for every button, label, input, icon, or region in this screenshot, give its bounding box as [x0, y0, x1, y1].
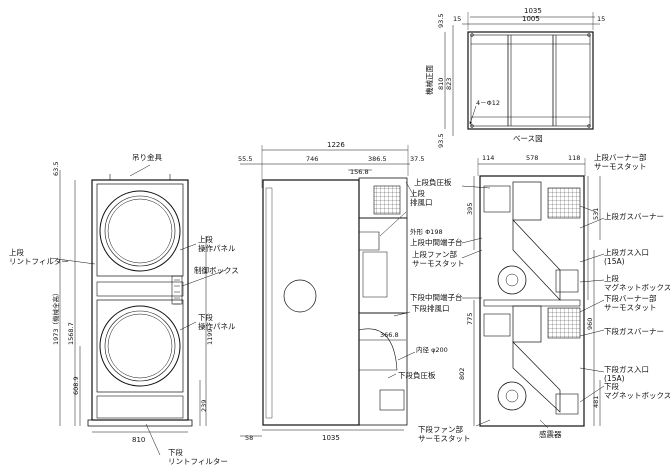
base-right-offset: 15	[597, 15, 605, 23]
side-duct-366-8: 366.8	[380, 331, 399, 339]
side-left-margin: 55.5	[238, 155, 252, 163]
front-total-height: 1973（機械全高）	[51, 289, 60, 345]
rear-dim-395: 395	[466, 203, 474, 215]
base-overall-width: 1035	[524, 7, 542, 15]
front-mid-height: 1568.7	[67, 322, 75, 345]
front-lower-drum-height: 608.9	[72, 376, 80, 395]
upper-gas-inlet: 上段ガス入口(15A)	[604, 247, 649, 266]
front-right-239: 239	[200, 400, 208, 412]
base-inner-width: 1005	[522, 15, 540, 23]
front-view	[49, 164, 227, 456]
rear-view	[461, 158, 605, 429]
upper-mid-terminal: 上段中間端子台	[410, 237, 463, 247]
lower-burner-thermostat: 下段バーナー部サーモスタット	[604, 293, 657, 312]
lower-control-panel: 下段操作パネル	[198, 312, 236, 331]
base-bolt-holes: 4－Φ12	[476, 99, 500, 107]
side-overall-depth: 1226	[327, 141, 345, 149]
sensor: 感震器	[539, 429, 562, 439]
upper-lint-filter-l2: リントフィルター	[9, 257, 69, 266]
hanger-label: 吊り金具	[132, 152, 162, 162]
base-bottom-edge: 93.5	[437, 134, 445, 148]
base-overall-depth: 810	[437, 78, 445, 90]
lower-fan-thermostat: 下段ファン部サーモスタット	[418, 424, 471, 443]
side-seg-37-5: 37.5	[410, 155, 424, 163]
control-box: 制御ボックス	[194, 265, 239, 275]
rear-dim-531: 531	[592, 208, 600, 220]
rear-dim-578: 578	[526, 154, 538, 162]
base-view	[444, 12, 600, 136]
base-left-offset: 15	[453, 15, 461, 23]
rear-dim-118: 118	[568, 154, 580, 162]
rear-dim-960: 960	[586, 318, 594, 330]
upper-control-panel: 上段操作パネル	[198, 234, 236, 253]
side-duct-156-8: 156.8	[350, 168, 369, 176]
rear-dim-775: 775	[466, 313, 474, 325]
upper-exhaust: 上段排風口	[410, 188, 433, 207]
upper-lint-filter-l1: 上段	[9, 247, 24, 257]
rear-dim-114: 114	[482, 154, 494, 162]
lower-mid-terminal: 下段中間端子台	[410, 292, 463, 302]
outer-diameter: 外形 Φ198	[410, 227, 443, 236]
inner-diameter: 内径 φ200	[416, 345, 448, 354]
upper-neg-plate: 上段負圧板	[414, 177, 452, 187]
upper-gas-burner: 上段ガスバーナー	[604, 211, 664, 221]
lower-pressure-plate: 下段負圧板	[398, 370, 436, 380]
upper-lint-filter: 上段リントフィルター	[9, 247, 69, 266]
side-foot-58: 58	[245, 434, 253, 442]
upper-fan-thermostat: 上段ファン部サーモスタット	[412, 249, 465, 268]
lower-lint-filter: 下段リントフィルター	[168, 447, 228, 466]
side-seg-386-5: 386.5	[368, 155, 387, 163]
upper-burner-thermostat: 上段バーナー部サーモスタット	[594, 152, 647, 171]
rear-dim-481: 481	[592, 396, 600, 408]
front-right-1199: 1199	[206, 328, 214, 345]
lower-magnet-box: 下段マグネットボックス	[604, 381, 670, 400]
lower-gas-inlet: 下段ガス入口(15A)	[604, 364, 649, 383]
upper-magnet-box: 上段マグネットボックス	[604, 273, 670, 292]
base-view-title: ベース図	[513, 134, 543, 143]
side-view	[240, 145, 416, 437]
lower-gas-burner: 下段ガスバーナー	[604, 326, 664, 336]
front-top-dim: 63.5	[52, 162, 60, 176]
front-width: 810	[132, 436, 145, 444]
base-mid-depth: 823	[445, 78, 453, 90]
side-seg-746: 746	[306, 155, 318, 163]
base-top-edge: 93.5	[437, 14, 445, 28]
lower-exhaust: 下段排風口	[412, 303, 450, 313]
base-side-label: 機械正面	[424, 65, 434, 95]
rear-dim-802: 802	[458, 368, 466, 380]
side-base-depth: 1035	[322, 434, 340, 442]
